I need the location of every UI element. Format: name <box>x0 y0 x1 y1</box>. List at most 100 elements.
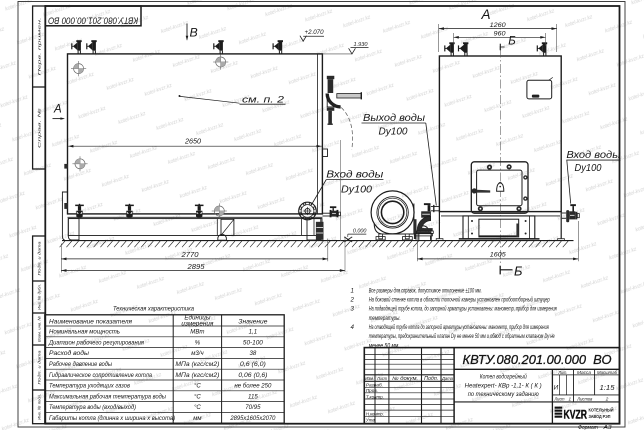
svg-text:4: 4 <box>351 324 355 331</box>
svg-text:КВТУ.080.201.00.000 ВО: КВТУ.080.201.00.000 ВО <box>48 16 138 26</box>
svg-text:Heatexpert- КВр -1,1- К ( К ): Heatexpert- КВр -1,1- К ( К ) <box>465 383 542 389</box>
svg-text:Б: Б <box>508 36 516 48</box>
svg-text:Перв. примен.: Перв. примен. <box>37 18 42 76</box>
svg-text:Взам. инв. №: Взам. инв. № <box>37 315 42 342</box>
svg-text:Котел водогрейный: Котел водогрейный <box>480 374 528 381</box>
svg-text:Подп. и дата: Подп. и дата <box>37 240 42 275</box>
svg-text:Температура воды (вход/выход): Температура воды (вход/выход) <box>49 404 136 411</box>
svg-text:Техническая характеристика: Техническая характеристика <box>113 306 194 313</box>
svg-text:Значение: Значение <box>238 319 268 326</box>
svg-text:%: % <box>195 339 201 346</box>
svg-text:1,1: 1,1 <box>249 329 257 336</box>
svg-text:И: И <box>554 385 559 392</box>
svg-text:°С: °С <box>194 383 201 390</box>
svg-text:1:15: 1:15 <box>600 385 615 392</box>
svg-text:Справ. №: Справ. № <box>37 107 42 148</box>
svg-text:3: 3 <box>351 306 355 313</box>
svg-text:0.000: 0.000 <box>353 228 367 234</box>
svg-text:KVZR: KVZR <box>564 407 588 421</box>
svg-text:50-100: 50-100 <box>243 339 264 346</box>
svg-text:Подп.: Подп. <box>424 376 438 382</box>
svg-text:МПа (кгс/см2): МПа (кгс/см2) <box>175 361 219 368</box>
svg-text:Лит.: Лит. <box>558 370 568 375</box>
svg-text:Dy100: Dy100 <box>379 127 408 138</box>
svg-text:2895х1605х2070: 2895х1605х2070 <box>229 415 276 422</box>
svg-text:2895: 2895 <box>186 264 204 271</box>
svg-text:На подводящей трубе котла, д: На подводящей трубе котла, до запорной а… <box>369 306 557 313</box>
svg-text:0,06 (0,6): 0,06 (0,6) <box>238 372 267 379</box>
svg-text:Температура уходящих газов: Температура уходящих газов <box>49 383 130 390</box>
svg-text:температуры, предохранительный: температуры, предохранительный клапан Dу… <box>369 333 555 340</box>
svg-text:КОТЕЛЬНЫЙ: КОТЕЛЬНЫЙ <box>589 408 614 413</box>
svg-text:Максимальная рабочая температу: Максимальная рабочая температура воды <box>49 393 166 400</box>
svg-text:1260: 1260 <box>490 22 507 29</box>
svg-text:Вход воды: Вход воды <box>326 170 384 181</box>
svg-text:Габариты котла (длинна х ширин: Габариты котла (длинна х ширина х высота… <box>49 415 175 422</box>
svg-text:Рабочее давление воды: Рабочее давление воды <box>49 361 112 368</box>
svg-text:На боковой стенке котла в обла: На боковой стенке котла в области топочн… <box>369 297 550 304</box>
svg-text:1605: 1605 <box>490 252 506 259</box>
svg-text:2650: 2650 <box>184 138 201 145</box>
svg-text:Утв.: Утв. <box>366 418 376 424</box>
svg-text:Лист: Лист <box>554 397 565 402</box>
svg-text:Т.контр.: Т.контр. <box>366 394 384 400</box>
svg-text:Подп. и дата: Подп. и дата <box>37 349 42 384</box>
svg-text:1.930: 1.930 <box>354 42 369 48</box>
svg-text:МВт: МВт <box>190 329 204 336</box>
svg-text:Выход воды: Выход воды <box>363 113 426 124</box>
svg-text:1: 1 <box>569 397 572 402</box>
svg-text:2: 2 <box>605 397 609 402</box>
svg-text:1: 1 <box>351 287 354 294</box>
svg-text:не более 250: не более 250 <box>234 383 272 390</box>
svg-text:Изм.: Изм. <box>365 376 374 381</box>
svg-text:70/95: 70/95 <box>245 404 261 411</box>
svg-text:Номинальная мощность: Номинальная мощность <box>49 329 120 336</box>
svg-text:Разраб.: Разраб. <box>366 383 383 389</box>
svg-text:115: 115 <box>248 393 258 400</box>
svg-text:см. п. 2: см. п. 2 <box>242 94 285 104</box>
svg-text:Единицы: Единицы <box>184 316 211 322</box>
svg-text:38: 38 <box>250 350 257 357</box>
svg-text:температуры.: температуры. <box>369 315 401 322</box>
svg-text:Инв. № дубл.: Инв. № дубл. <box>37 284 42 310</box>
svg-text:Пров.: Пров. <box>366 388 378 394</box>
svg-text:Вход воды: Вход воды <box>566 150 621 161</box>
svg-text:Формат: Формат <box>578 425 599 430</box>
svg-text:Масштаб: Масштаб <box>597 370 617 375</box>
svg-text:2770: 2770 <box>180 252 198 259</box>
svg-text:°С: °С <box>194 404 201 411</box>
svg-text:Dy100: Dy100 <box>341 184 372 195</box>
svg-text:измерения: измерения <box>181 322 214 328</box>
svg-text:0,6 (6,0): 0,6 (6,0) <box>240 361 266 368</box>
svg-text:Dy100: Dy100 <box>575 163 602 174</box>
svg-text:2: 2 <box>350 297 355 304</box>
svg-text:Наименование показателя: Наименование показателя <box>49 319 133 326</box>
svg-text:На отводящей трубе котла до за: На отводящей трубе котла до запорной арм… <box>369 324 549 331</box>
svg-text:+2.070: +2.070 <box>305 30 325 36</box>
svg-text:МПа (кгс/см2): МПа (кгс/см2) <box>175 372 219 379</box>
svg-text:А3: А3 <box>602 425 611 430</box>
svg-text:Масса: Масса <box>577 370 591 375</box>
svg-text:°С: °С <box>194 393 201 400</box>
svg-text:ЗАВОД РЭП: ЗАВОД РЭП <box>589 414 611 419</box>
svg-text:В: В <box>190 26 198 40</box>
svg-text:Лист: Лист <box>376 376 387 381</box>
svg-text:по техническому заданию: по техническому заданию <box>468 392 539 398</box>
svg-text:Все размеры для справок, допус: Все размеры для справок, допустимое откл… <box>369 287 482 294</box>
svg-text:№ докум.: № докум. <box>392 376 418 382</box>
svg-text:Диапазон рабочего регулировани: Диапазон рабочего регулирования <box>48 339 145 346</box>
svg-text:Н.контр.: Н.контр. <box>366 412 384 418</box>
svg-text:КВТУ.080.201.00.000 ВО: КВТУ.080.201.00.000 ВО <box>463 352 612 367</box>
svg-text:м3/ч: м3/ч <box>191 350 204 357</box>
svg-text:Листов: Листов <box>576 397 592 402</box>
svg-text:А: А <box>481 7 491 22</box>
svg-text:А: А <box>53 104 62 116</box>
svg-text:Б: Б <box>514 263 523 278</box>
svg-text:Гидравлическое сопротивление к: Гидравлическое сопротивление котла <box>49 372 153 379</box>
svg-text:960: 960 <box>494 31 507 38</box>
svg-text:Инв. № подл.: Инв. № подл. <box>37 394 42 420</box>
svg-text:Расход воды: Расход воды <box>49 350 90 357</box>
svg-text:мм: мм <box>193 415 202 422</box>
svg-text:менее 50 мм.: менее 50 мм. <box>369 342 400 349</box>
svg-text:Дата: Дата <box>441 376 453 382</box>
